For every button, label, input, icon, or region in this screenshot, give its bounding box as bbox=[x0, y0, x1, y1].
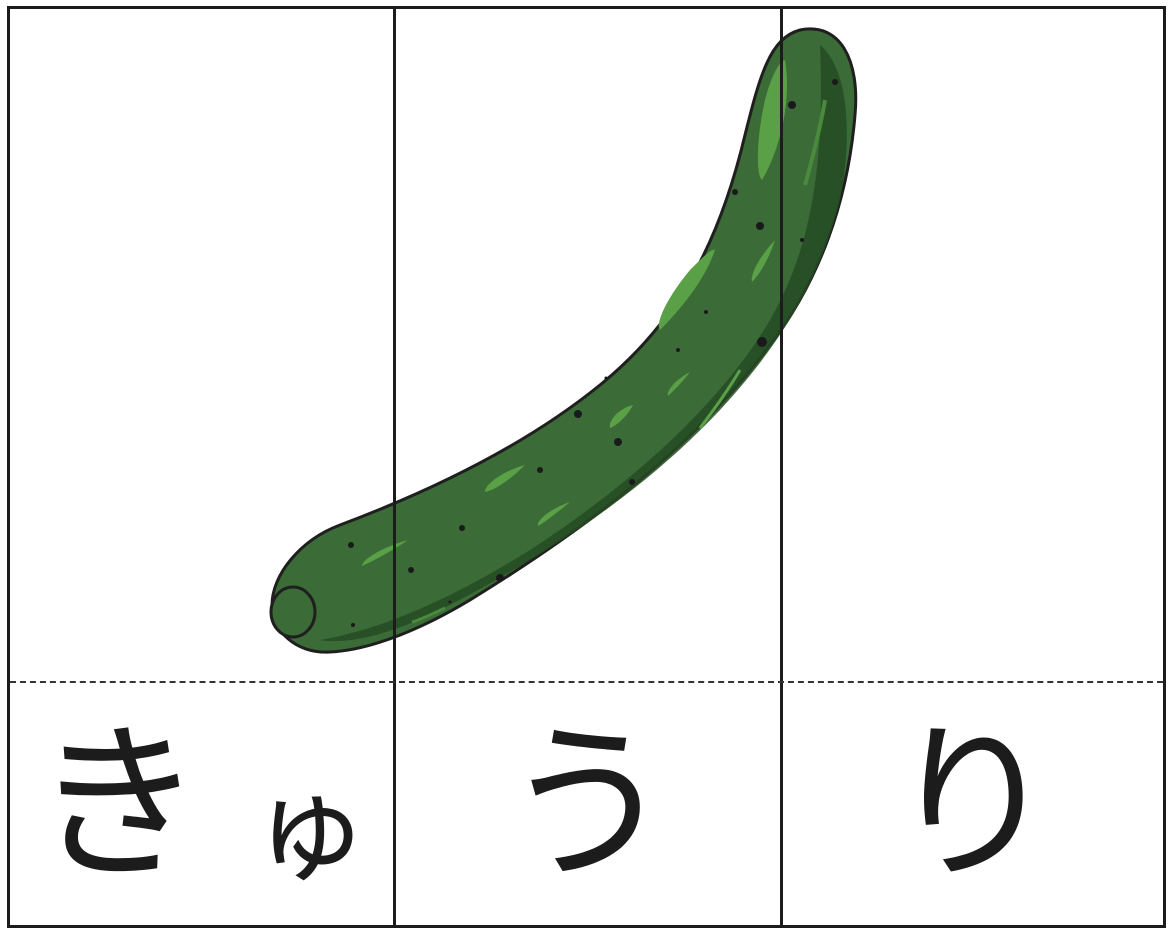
card-border bbox=[7, 6, 1166, 928]
kana-ri: り bbox=[887, 705, 1058, 904]
kana-u: う bbox=[502, 705, 673, 904]
kana-ki: き bbox=[33, 705, 204, 904]
kana-pair: き ゅ bbox=[10, 720, 393, 890]
column-divider bbox=[780, 6, 783, 928]
kana-small-yu: ゅ bbox=[249, 759, 370, 899]
kana-cell-3: り bbox=[783, 684, 1163, 925]
kana-cell-1: き ゅ bbox=[10, 684, 393, 925]
dashed-guide-line bbox=[10, 681, 1163, 683]
column-divider bbox=[393, 6, 396, 928]
kana-cell-2: う bbox=[396, 684, 780, 925]
